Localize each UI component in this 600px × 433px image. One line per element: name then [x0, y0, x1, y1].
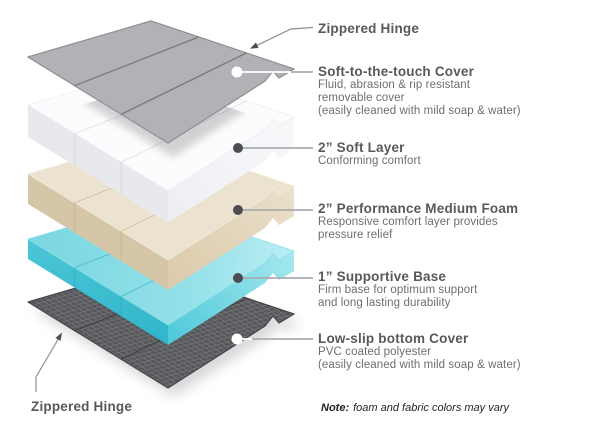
footnote-label: Note: — [321, 402, 350, 414]
callout-desc-line: removable cover — [318, 92, 405, 105]
callout-desc-line: (easily cleaned with mild soap & water) — [318, 105, 521, 118]
layer-top-cover — [27, 20, 295, 144]
callout-supportive-base: 1” Supportive Base Firm base for optimum… — [318, 269, 477, 310]
callout-marker-dot — [233, 273, 243, 283]
callout-desc-line: Conforming comfort — [318, 155, 421, 168]
callout-desc-line: (easily cleaned with mild soap & water) — [318, 359, 521, 372]
callout-title: Zippered Hinge — [318, 21, 420, 36]
callout-desc-line: Firm base for optimum support — [318, 284, 478, 297]
callout-marker-dot — [233, 205, 243, 215]
callout-desc-line: pressure relief — [318, 229, 393, 242]
footnote: Note:foam and fabric colors may vary — [321, 402, 509, 414]
arrowhead — [250, 42, 259, 49]
callout-title: 2” Performance Medium Foam — [318, 201, 519, 216]
footnote-text: foam and fabric colors may vary — [353, 402, 509, 414]
callout-soft-cover: Soft-to-the-touch Cover Fluid, abrasion … — [318, 64, 521, 118]
callout-desc-line: PVC coated polyester — [318, 346, 432, 359]
callout-title: 1” Supportive Base — [318, 269, 447, 284]
callout-low-slip-cover: Low-slip bottom Cover PVC coated polyest… — [318, 331, 521, 372]
callout-zippered-hinge-bottom: Zippered Hinge — [31, 399, 133, 414]
callout-desc-line: Responsive comfort layer provides — [318, 216, 498, 229]
callout-title: Soft-to-the-touch Cover — [318, 64, 475, 79]
callout-desc-line: and long lasting durability — [318, 297, 451, 310]
callout-leaders — [35, 26, 314, 392]
callout-marker-dot — [231, 333, 243, 345]
callout-marker-dot — [231, 66, 243, 78]
callout-performance-foam: 2” Performance Medium Foam Responsive co… — [318, 201, 518, 242]
arrowhead — [55, 332, 62, 341]
callout-zippered-hinge-top: Zippered Hinge — [318, 21, 419, 36]
callout-title: 2” Soft Layer — [318, 140, 405, 155]
callout-title: Low-slip bottom Cover — [318, 331, 469, 346]
callout-marker-dot — [233, 143, 243, 153]
cover-seam-lines — [74, 36, 247, 115]
callout-desc-line: Fluid, abrasion & rip resistant — [318, 79, 471, 92]
callout-soft-layer: 2” Soft Layer Conforming comfort — [318, 140, 421, 168]
